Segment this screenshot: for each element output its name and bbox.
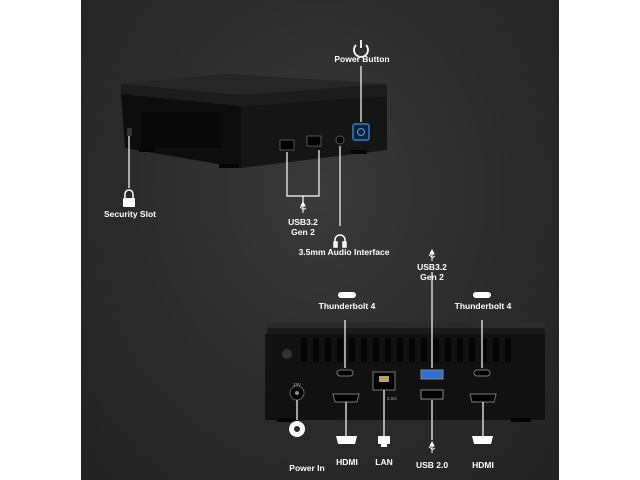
front-usb-port-1	[279, 139, 295, 151]
product-image-panel: Power Button Security Slot USB3.2 Gen 2 …	[81, 0, 559, 480]
label-thunderbolt-left: Thunderbolt 4	[318, 301, 376, 311]
security-slot	[127, 128, 132, 136]
side-vent	[141, 112, 221, 148]
label-usb-front-line1: USB3.2	[288, 217, 318, 227]
rear-vents	[301, 338, 511, 362]
label-thunderbolt-right: Thunderbolt 4	[454, 301, 512, 311]
label-hdmi-left: HDMI	[336, 457, 358, 467]
label-usb-front: USB3.2 Gen 2	[288, 217, 318, 237]
power-rating-mark: 19V	[292, 382, 302, 387]
hdmi-port-right	[469, 393, 497, 403]
rear-device	[265, 322, 545, 422]
audio-jack	[335, 135, 345, 145]
hdmi-icon-right	[472, 436, 493, 444]
label-usb-front-line2: Gen 2	[291, 227, 315, 237]
thunderbolt-port-right	[473, 369, 491, 377]
kensington-screw	[282, 349, 292, 359]
power-button	[352, 123, 370, 141]
front-usb-port-2	[306, 135, 322, 147]
rear-callouts	[296, 272, 484, 440]
hdmi-icon-left	[336, 436, 357, 444]
label-power-in: Power In	[289, 463, 325, 473]
label-lan: LAN	[375, 457, 393, 467]
thunderbolt-port-icon-left	[338, 292, 356, 298]
power-icon	[353, 40, 369, 58]
label-hdmi-right: HDMI	[472, 460, 494, 470]
label-usb-rear: USB3.2 Gen 2	[417, 262, 447, 282]
usb-icon-usb20	[428, 440, 436, 453]
product-illustration	[121, 40, 545, 453]
thunderbolt-port-icon-right	[473, 292, 491, 298]
usb32-port	[420, 369, 444, 380]
front-device	[121, 74, 387, 168]
thunderbolt-port-left	[336, 369, 354, 377]
dc-jack-icon	[289, 421, 305, 437]
usb-icon-front	[299, 200, 307, 213]
ethernet-icon	[378, 436, 390, 447]
usb20-port	[420, 389, 444, 400]
label-power-button: Power Button	[334, 54, 390, 64]
label-usb-rear-line1: USB3.2	[417, 262, 447, 272]
label-usb-rear-line2: Gen 2	[420, 272, 444, 282]
usb-icon-rear	[428, 248, 436, 261]
label-security-slot: Security Slot	[104, 209, 156, 219]
headset-icon	[333, 234, 347, 248]
label-usb20: USB 2.0	[415, 460, 449, 470]
hdmi-port-left	[332, 393, 360, 403]
lock-icon	[123, 189, 135, 207]
lan-speed-mark: 2.5G	[387, 396, 397, 401]
label-audio: 3.5mm Audio Interface	[298, 247, 390, 257]
